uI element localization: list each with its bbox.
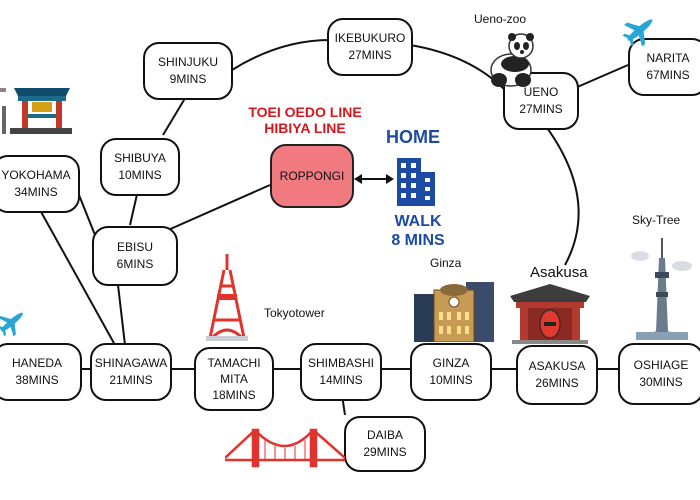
station-ginza[interactable]: GINZA 10MINS: [410, 343, 492, 401]
connector-ueno-narita: [574, 64, 629, 89]
station-roppongi[interactable]: ROPPONGI: [270, 144, 354, 208]
station-name: NARITA: [646, 51, 690, 65]
plane-icon: [622, 19, 653, 47]
station-oshiage[interactable]: OSHIAGE 30MINS: [618, 343, 700, 405]
station-shinagawa[interactable]: SHINAGAWA 21MINS: [90, 343, 172, 401]
station-name: HANEDA: [11, 356, 62, 370]
station-haneda[interactable]: HANEDA 38MINS: [0, 343, 82, 401]
connector-yokohama-shinagawa: [39, 209, 116, 346]
rainbow-bridge-icon: [225, 428, 345, 468]
walk-line2: 8 MINS: [391, 232, 445, 249]
station-time: 21MINS: [109, 373, 153, 387]
station-time: 29MINS: [363, 445, 407, 459]
ginza-wako-icon: [414, 282, 494, 342]
station-time: 27MINS: [519, 102, 563, 116]
station-name: SHIBUYA: [114, 151, 166, 165]
station-asakusa[interactable]: ASAKUSA 26MINS: [516, 345, 598, 405]
station-name: SHINAGAWA: [94, 356, 168, 370]
subway-lines-label: TOEI OEDO LINE HIBIYA LINE: [240, 104, 370, 136]
station-time: 10MINS: [429, 373, 473, 387]
landmark-label-tokyo-tower: Tokyotower: [264, 306, 325, 320]
station-time: 26MINS: [535, 376, 579, 390]
station-name: TAMACHI: [207, 356, 261, 370]
station-time: 38MINS: [15, 373, 59, 387]
station-time: 10MINS: [118, 168, 162, 182]
station-name: SHIMBASHI: [307, 356, 374, 370]
station-time: 14MINS: [319, 373, 363, 387]
line-name-oedo: TOEI OEDO LINE: [248, 104, 362, 120]
walk-line1: WALK: [394, 213, 442, 230]
station-narita[interactable]: NARITA 67MINS: [628, 38, 700, 96]
landmark-label-asakusa: Asakusa: [530, 264, 588, 281]
walk-label: WALK 8 MINS: [378, 212, 458, 250]
station-time: 34MINS: [14, 185, 58, 199]
station-name: YOKOHAMA: [1, 168, 71, 182]
station-name: ASAKUSA: [528, 359, 586, 373]
station-shibuya[interactable]: SHIBUYA 10MINS: [100, 138, 180, 196]
station-name: UENO: [523, 85, 559, 99]
station-name-2: MITA: [220, 372, 248, 386]
connector-ueno-asakusa-loop: [544, 124, 580, 266]
station-ueno[interactable]: UENO 27MINS: [503, 72, 579, 130]
panda-icon: [490, 33, 534, 87]
station-time: 27MINS: [348, 48, 392, 62]
tokyo-tower-icon: [206, 254, 248, 341]
station-time: 6MINS: [116, 257, 154, 271]
double-arrow-icon: [354, 174, 394, 184]
connector-shinjuku-ikebukuro: [231, 39, 331, 71]
landmark-label-sky-tree: Sky-Tree: [632, 213, 681, 227]
station-daiba[interactable]: DAIBA 29MINS: [344, 416, 426, 472]
station-name: IKEBUKURO: [334, 31, 406, 45]
landmark-label-ueno-zoo: Ueno-zoo: [474, 12, 527, 26]
station-ebisu[interactable]: EBISU 6MINS: [92, 226, 178, 286]
station-shimbashi[interactable]: SHIMBASHI 14MINS: [300, 343, 382, 401]
station-name: SHINJUKU: [157, 55, 218, 69]
station-time: 67MINS: [646, 68, 690, 82]
line-name-hibiya: HIBIYA LINE: [264, 120, 346, 136]
station-time: 30MINS: [639, 375, 683, 389]
station-name: GINZA: [432, 356, 470, 370]
home-title: HOME: [386, 127, 440, 147]
kaminarimon-gate-icon: [510, 284, 590, 344]
station-name: DAIBA: [366, 428, 403, 442]
landmark-label-ginza: Ginza: [430, 256, 462, 270]
connector-shinjuku-shibuya: [162, 94, 188, 136]
station-name: OSHIAGE: [633, 358, 689, 372]
connector-ebisu-shinagawa: [117, 284, 126, 346]
sky-tree-icon: [631, 238, 692, 340]
station-shinjuku[interactable]: SHINJUKU 9MINS: [143, 42, 233, 100]
station-ikebukuro[interactable]: IKEBUKURO 27MINS: [327, 18, 413, 76]
chinatown-gate-icon: [0, 88, 72, 134]
station-name: ROPPONGI: [279, 168, 345, 183]
building-icon: [397, 158, 435, 206]
station-time: 18MINS: [212, 388, 256, 402]
station-tamachi-mita[interactable]: TAMACHI MITA 18MINS: [194, 347, 274, 411]
plane-icon: [0, 312, 23, 337]
station-yokohama[interactable]: YOKOHAMA 34MINS: [0, 155, 80, 213]
station-time: 9MINS: [169, 72, 207, 86]
station-name: EBISU: [116, 240, 153, 254]
